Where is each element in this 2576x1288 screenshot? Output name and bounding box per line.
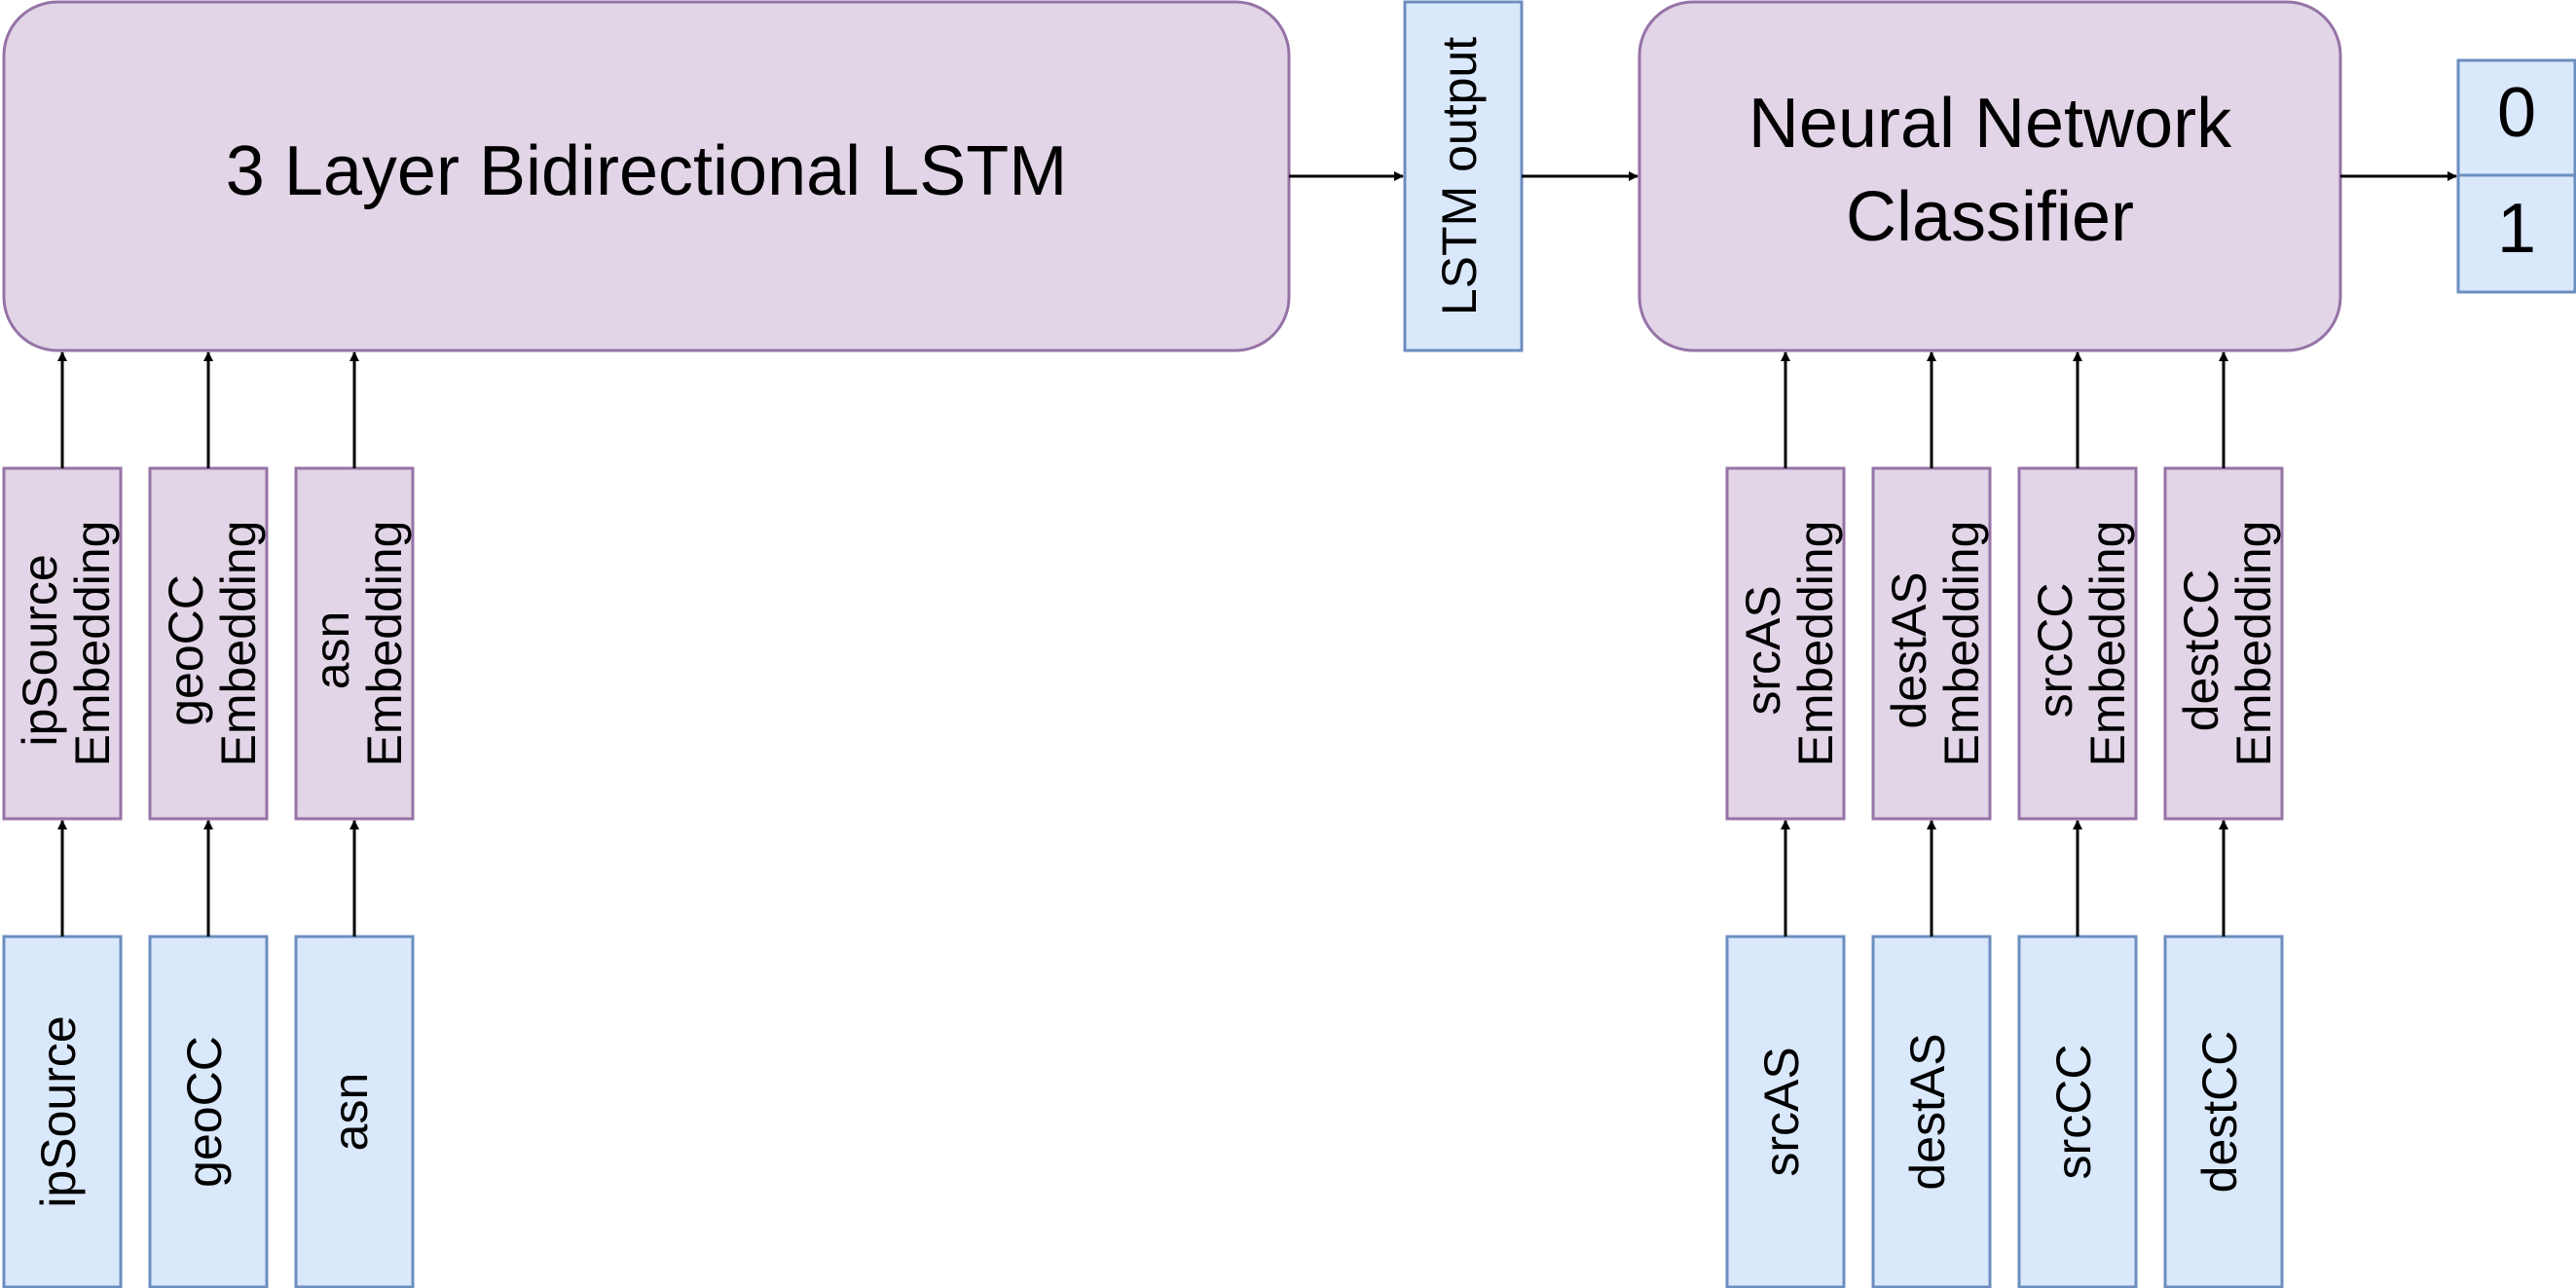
- input-box: [2, 935, 123, 1288]
- feature-column-destcc: destCC Embedding destCC: [2163, 351, 2284, 1288]
- input-box: [148, 935, 269, 1288]
- input-box: [2163, 935, 2284, 1288]
- embedding-name: destAS: [1882, 571, 1936, 728]
- input-box: [294, 935, 415, 1288]
- embedding-label: ipSource Embedding: [13, 521, 120, 767]
- output-class-box: [2456, 58, 2576, 177]
- feature-column-geocc: geoCC Embedding geoCC: [148, 351, 269, 1288]
- classifier-label-line1: Neural Network: [1748, 85, 2232, 163]
- embedding-label: srcCC Embedding: [2028, 521, 2135, 767]
- input-label: destCC: [2192, 1031, 2247, 1194]
- output-class-label: 1: [2497, 190, 2536, 268]
- embedding-name: destCC: [2174, 570, 2228, 732]
- input-box: [2017, 935, 2138, 1288]
- feature-column-srcas: srcAS Embedding srcAS: [1725, 351, 1846, 1288]
- embedding-name: srcCC: [2028, 583, 2082, 718]
- classifier-box: [1638, 0, 2342, 352]
- embedding-box: [1725, 466, 1846, 821]
- embedding-suffix: Embedding: [1788, 521, 1843, 767]
- embedding-suffix: Embedding: [357, 521, 412, 767]
- input-label: geoCC: [177, 1036, 232, 1188]
- classifier-label-line2: Classifier: [1846, 178, 2134, 256]
- feature-column-destas: destAS Embedding destAS: [1871, 351, 1992, 1288]
- embedding-label: destCC Embedding: [2174, 521, 2281, 767]
- feature-column-asn: asn Embedding asn: [294, 351, 415, 1288]
- lstm-output-node: LSTM output: [1403, 0, 1524, 352]
- embedding-name: asn: [305, 611, 359, 690]
- feature-column-ipsource: ipSource Embedding ipSource: [2, 351, 123, 1288]
- embedding-label: destAS Embedding: [1882, 521, 1989, 767]
- input-label: srcCC: [2046, 1045, 2101, 1180]
- input-label: srcAS: [1754, 1047, 1809, 1176]
- embedding-label: srcAS Embedding: [1736, 521, 1843, 767]
- lstm-output-label: LSTM output: [1432, 37, 1487, 315]
- embedding-box: [294, 466, 415, 821]
- lstm-block: 3 Layer Bidirectional LSTM: [2, 0, 1291, 352]
- embedding-box: [2163, 466, 2284, 821]
- input-box: [1871, 935, 1992, 1288]
- embedding-suffix: Embedding: [2080, 521, 2135, 767]
- input-label: ipSource: [31, 1015, 86, 1207]
- lstm-block-label: 3 Layer Bidirectional LSTM: [226, 132, 1067, 210]
- lstm-output-box: [1403, 0, 1524, 352]
- embedding-suffix: Embedding: [211, 521, 266, 767]
- embedding-suffix: Embedding: [2226, 521, 2281, 767]
- embedding-suffix: Embedding: [1934, 521, 1989, 767]
- output-class-label: 0: [2497, 74, 2536, 152]
- embedding-name: geoCC: [159, 574, 213, 726]
- embedding-box: [2017, 466, 2138, 821]
- embedding-label: asn Embedding: [305, 521, 412, 767]
- embedding-name: ipSource: [13, 554, 67, 746]
- input-label: destAS: [1900, 1033, 1955, 1190]
- input-label: asn: [323, 1073, 378, 1152]
- embedding-label: geoCC Embedding: [159, 521, 266, 767]
- output-classes: 0 1: [2456, 58, 2576, 294]
- feature-column-srccc: srcCC Embedding srcCC: [2017, 351, 2138, 1288]
- input-box: [1725, 935, 1846, 1288]
- output-class-box: [2456, 173, 2576, 294]
- embedding-suffix: Embedding: [65, 521, 120, 767]
- classifier-block: Neural Network Classifier: [1638, 0, 2342, 352]
- embedding-name: srcAS: [1736, 585, 1790, 715]
